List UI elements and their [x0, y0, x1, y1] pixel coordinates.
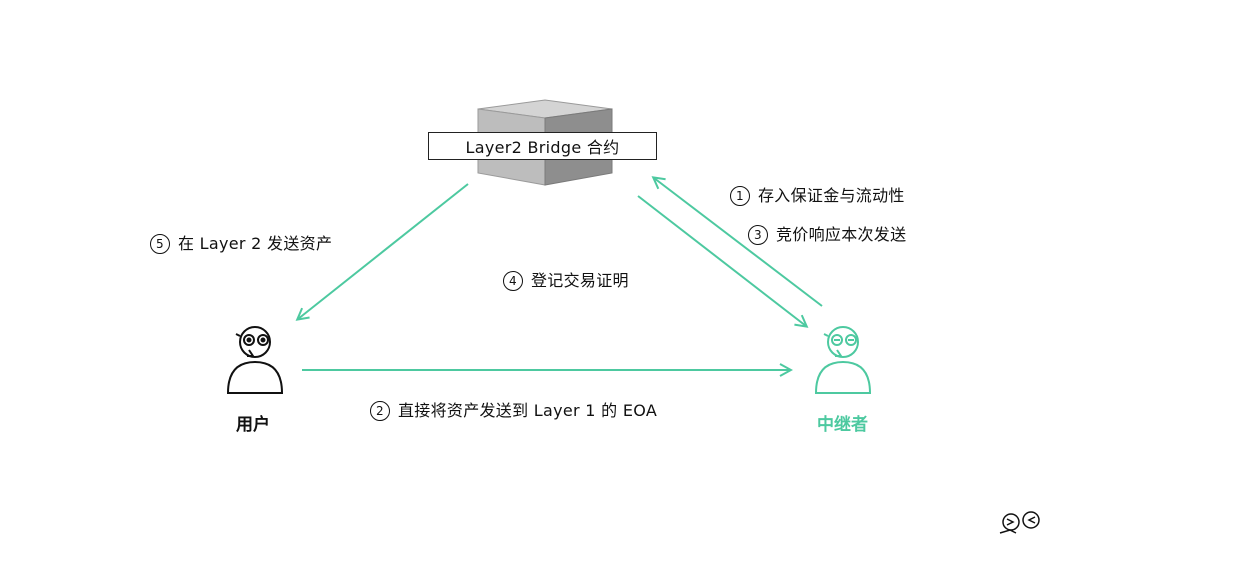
step-2-text: 直接将资产发送到 Layer 1 的 EOA	[398, 401, 658, 420]
arrow-step-1	[654, 178, 823, 307]
relayer-name: 中继者	[817, 415, 868, 435]
step-5-text: 在 Layer 2 发送资产	[178, 234, 333, 253]
step-1-text: 存入保证金与流动性	[758, 186, 905, 205]
step-4-number: 4	[503, 271, 523, 291]
step-3-label: 3 竞价响应本次发送	[748, 221, 906, 245]
user-avatar-icon	[226, 326, 284, 394]
watermark-logo-icon	[999, 511, 1040, 534]
step-3-number: 3	[748, 225, 768, 245]
user-name: 用户	[236, 415, 270, 435]
step-2-label: 2 直接将资产发送到 Layer 1 的 EOA	[370, 397, 657, 421]
contract-label: Layer2 Bridge 合约	[428, 132, 657, 160]
relayer-avatar-icon	[814, 326, 872, 394]
arrow-step-4	[637, 195, 806, 326]
step-3-text: 竞价响应本次发送	[776, 225, 907, 244]
contract-label-text: Layer2 Bridge 合约	[465, 138, 620, 157]
arrow-step-5	[298, 183, 469, 319]
step-5-number: 5	[150, 234, 170, 254]
step-4-text: 登记交易证明	[531, 271, 629, 290]
step-1-label: 1 存入保证金与流动性	[730, 182, 905, 206]
step-1-number: 1	[730, 186, 750, 206]
step-2-number: 2	[370, 401, 390, 421]
step-4-label: 4 登记交易证明	[503, 267, 629, 291]
step-5-label: 5 在 Layer 2 发送资产	[150, 230, 332, 254]
